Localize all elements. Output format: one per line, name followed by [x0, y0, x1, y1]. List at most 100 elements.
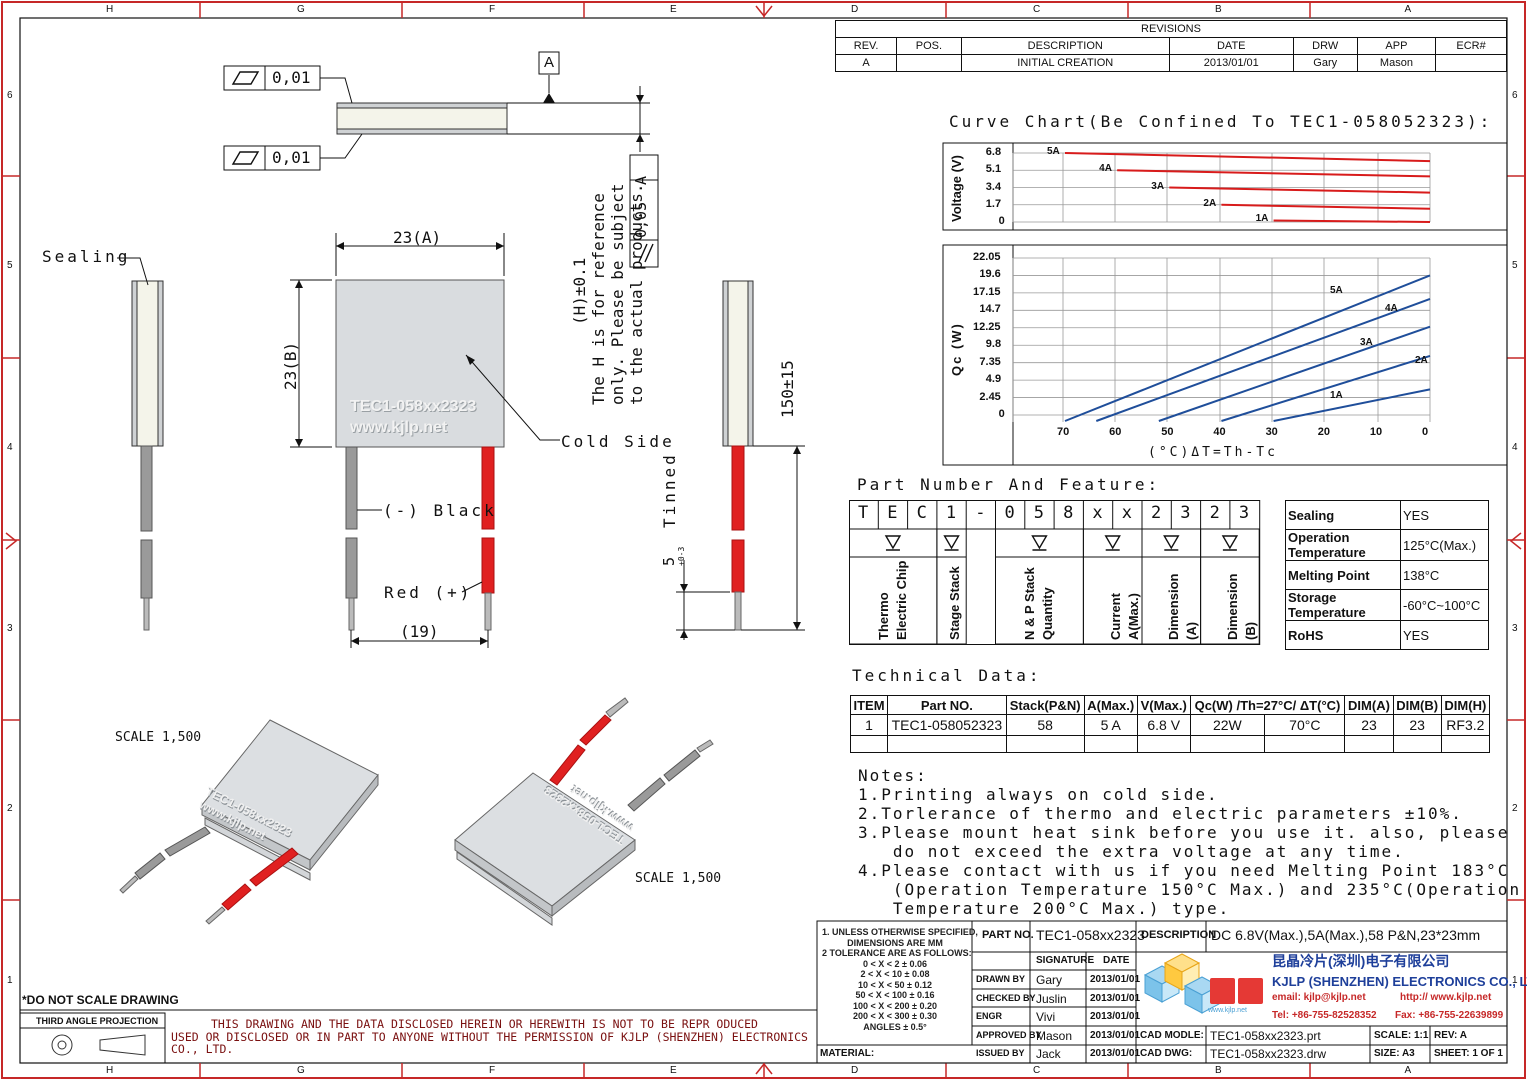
chart-grid: [942, 142, 1508, 466]
technical-cell: 70°C: [1264, 714, 1346, 736]
technical-header-cell: DIM(B): [1392, 695, 1442, 715]
voltage-series-label: 4A: [1099, 163, 1112, 175]
revisions-title: REVISIONS: [835, 20, 1507, 38]
center-arrow-left: [5, 532, 18, 550]
frame-column-label-top: A: [1404, 4, 1412, 15]
feature-name: Melting Point: [1285, 560, 1401, 590]
chart-lines: [1064, 152, 1431, 422]
revisions-header-cell: APP: [1356, 37, 1437, 55]
revisions-header-cell: POS.: [896, 37, 962, 55]
revisions-header-cell: DRW: [1292, 37, 1358, 55]
revisions-cell: 2013/01/01: [1168, 54, 1294, 72]
part-number-char: x: [1121, 503, 1132, 523]
qc-tick-label: 14.7: [979, 303, 1001, 316]
title-block-lines: [19, 920, 1508, 1064]
date-label: DATE: [1103, 955, 1130, 966]
frame-column-label-top: B: [1215, 4, 1222, 15]
company-name-en: KJLP (SHENZHEN) ELECTRONICS CO., LTD: [1272, 974, 1527, 989]
frame-column-label-top: C: [1033, 4, 1041, 15]
frame-column-label-top: H: [106, 4, 114, 15]
frame-row-label-left: 3: [7, 623, 13, 634]
x-tick-label: 70: [1057, 426, 1070, 438]
qc-series-line: [1064, 274, 1431, 422]
part-number-group-label: N & P Stack Quantity: [1022, 567, 1056, 640]
qc-series-line: [1221, 354, 1431, 422]
part-number-title: Part Number And Feature:: [857, 475, 1161, 494]
h-note-line: only. Please be subject: [608, 183, 627, 405]
signature-date: 2013/01/01: [1090, 1011, 1141, 1022]
signature-role: DRAWN BY: [976, 974, 1025, 984]
signature-role: ENGR: [976, 1011, 1003, 1021]
front-view: [290, 233, 560, 648]
center-arrow-bottom: [755, 1062, 773, 1075]
size-field: SIZE: A3: [1374, 1048, 1415, 1059]
signature-date: 2013/01/01: [1090, 992, 1141, 1004]
red-wire-label: Red (+): [384, 583, 473, 602]
tolerance-line: 0 < X < 2 ± 0.06: [863, 958, 927, 969]
revisions-cell: A: [834, 54, 898, 72]
qc-tick-label: 0: [998, 408, 1005, 420]
chart-title: Curve Chart(Be Confined To TEC1-05805232…: [949, 112, 1493, 131]
tolerance-line: 50 < X < 100 ± 0.16: [855, 990, 935, 1000]
frame-column-label-bottom: H: [106, 1065, 114, 1076]
qc-series-label: 1A: [1330, 390, 1343, 401]
frame-row-label-right: 1: [1512, 974, 1518, 986]
module-marking-line-2: www.kjlp.net: [350, 419, 448, 436]
technical-empty-cell: [1264, 735, 1346, 753]
technical-cell: 6.8 V: [1136, 714, 1191, 736]
part-number-group-label: Stage Stack: [946, 566, 962, 640]
company-email: email: kjlp@kjlp.net: [1272, 992, 1366, 1003]
revisions-header-cell: DESCRIPTION: [960, 37, 1170, 55]
technical-empty-cell: [849, 735, 889, 753]
feature-name: Storage Temperature: [1285, 589, 1401, 621]
note-line: 4.Please contact with us if you need Mel…: [858, 861, 1510, 880]
note-line: 1.Printing always on cold side.: [858, 785, 1219, 804]
voltage-series-line: [1117, 169, 1431, 178]
voltage-tick-label: 6.8: [985, 146, 1002, 158]
frame-row-label-right: 2: [1512, 803, 1518, 814]
frame-column-label-bottom: G: [297, 1065, 305, 1076]
x-tick-label: 0: [1422, 426, 1429, 438]
frame-row-label-right: 3: [1512, 623, 1518, 634]
cold-side-label: Cold Side: [561, 432, 675, 451]
tolerance-line: 200 < X < 300 ± 0.30: [852, 1011, 937, 1021]
tolerance-line: 10 < X < 50 ± 0.12: [858, 979, 932, 990]
frame-column-label-bottom: A: [1404, 1065, 1412, 1076]
tolerance-notes: 1. UNLESS OTHERWISE SPECIFIED,DIMENSIONS…: [822, 927, 978, 1032]
technical-empty-row: [849, 735, 1491, 753]
signature-date: 2013/01/01: [1090, 1048, 1141, 1059]
technical-cell: 5 A: [1083, 714, 1138, 736]
frame-row-label-right: 4: [1512, 442, 1518, 453]
module-marking: TEC1-058xx2323 www.kjlp.net: [350, 396, 476, 438]
do-not-scale-note: *DO NOT SCALE DRAWING: [22, 993, 179, 1007]
cad-dwg-value: TEC1-058xx2323.drw: [1210, 1047, 1327, 1061]
height-dimension: 23(B): [281, 341, 300, 390]
note-line: Temperature 200°C Max.) type.: [858, 899, 1231, 918]
qc-series-label: 3A: [1360, 337, 1373, 348]
qc-tick-label: 9.8: [985, 338, 1002, 351]
notes-block: Notes: 1.Printing always on cold side.2.…: [858, 766, 1521, 918]
tolerance-line: 100 < X < 200 ± 0.20: [852, 1000, 937, 1011]
part-number-char: 5: [1033, 503, 1045, 523]
material-label: MATERIAL:: [820, 1048, 875, 1059]
disclaimer-line: CO., LTD.: [171, 1042, 234, 1056]
part-number-char: 0: [1004, 503, 1015, 523]
technical-header-cell: DIM(H): [1440, 695, 1491, 715]
note-line: do not exceed the extra voltage at any t…: [858, 842, 1405, 861]
x-tick-label: 50: [1161, 426, 1174, 438]
tolerance-line: DIMENSIONS ARE MM: [847, 937, 943, 948]
voltage-series-label: 1A: [1255, 213, 1269, 225]
revisions-cell: [1435, 54, 1507, 72]
rev-field: REV: A: [1434, 1030, 1467, 1041]
part-number-char: 3: [1238, 503, 1250, 523]
frame-row-label-left: 4: [7, 442, 13, 453]
frame-column-label-top: F: [489, 4, 496, 15]
voltage-series-label: 5A: [1047, 146, 1060, 157]
